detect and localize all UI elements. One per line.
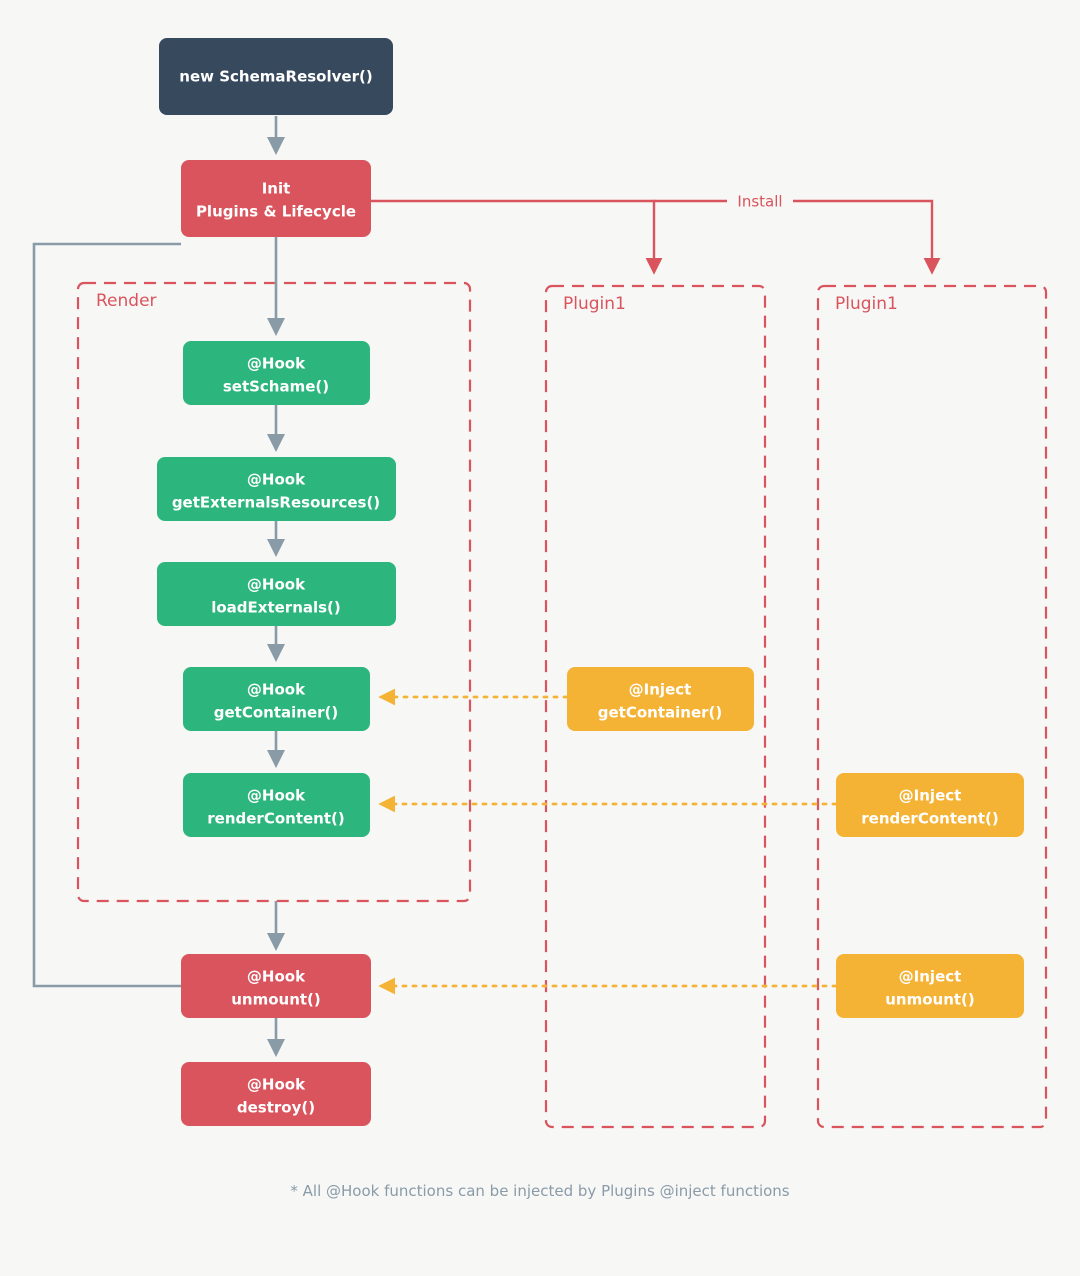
edge-install-to-plugin-left [371, 199, 663, 275]
node-init[interactable]: Init Plugins & Lifecycle [181, 160, 371, 237]
footnote-text: * All @Hook functions can be injected by… [290, 1182, 790, 1200]
node-inject-unmount-label-line2: unmount() [885, 991, 975, 1009]
node-set-schame-label-line2: setSchame() [223, 378, 329, 396]
node-inject-render-content[interactable]: @Inject renderContent() [836, 773, 1024, 837]
cluster-render: Render [76, 281, 472, 903]
node-load-externals-label-line2: loadExternals() [211, 599, 341, 617]
node-init-rect[interactable] [181, 160, 371, 237]
node-unmount-hook-rect[interactable] [181, 954, 371, 1018]
node-render-content-hook-label-line1: @Hook [247, 787, 306, 805]
node-set-schame-rect[interactable] [183, 341, 370, 405]
node-render-content-hook[interactable]: @Hook renderContent() [183, 773, 370, 837]
node-get-externals-resources-label-line1: @Hook [247, 471, 306, 489]
node-inject-unmount[interactable]: @Inject unmount() [836, 954, 1024, 1018]
node-load-externals-label-line1: @Hook [247, 576, 306, 594]
install-label-text: Install [737, 193, 782, 211]
node-unmount-hook-label-line1: @Hook [247, 968, 306, 986]
node-destroy-hook-label-line1: @Hook [247, 1076, 306, 1094]
node-inject-get-container[interactable]: @Inject getContainer() [567, 667, 754, 731]
node-get-externals-resources-rect[interactable] [157, 457, 396, 521]
node-init-label-line1: Init [262, 180, 291, 198]
install-label-backdrop [727, 190, 793, 212]
node-entry[interactable]: new SchemaResolver() [159, 38, 393, 115]
cluster-plugin-left-border [544, 284, 767, 1129]
node-get-container-hook-label-line2: getContainer() [214, 704, 338, 722]
cluster-plugin-right-label: Plugin1 [835, 294, 898, 314]
node-unmount-hook-label-line2: unmount() [231, 991, 321, 1009]
edge-init-loopback-to-unmount [32, 242, 181, 988]
cluster-plugin-left: Plugin1 [544, 284, 767, 1129]
cluster-render-label: Render [96, 291, 157, 311]
node-entry-rect[interactable] [159, 38, 393, 115]
node-destroy-hook-label-line2: destroy() [237, 1099, 315, 1117]
node-load-externals[interactable]: @Hook loadExternals() [157, 562, 396, 626]
node-init-label-line2: Plugins & Lifecycle [196, 203, 356, 221]
node-get-externals-resources[interactable]: @Hook getExternalsResources() [157, 457, 396, 521]
node-load-externals-rect[interactable] [157, 562, 396, 626]
node-inject-unmount-label-line1: @Inject [899, 968, 962, 986]
node-get-container-hook-rect[interactable] [183, 667, 370, 731]
node-unmount-hook[interactable]: @Hook unmount() [181, 954, 371, 1018]
node-set-schame[interactable]: @Hook setSchame() [183, 341, 370, 405]
cluster-plugin-right-border [816, 284, 1048, 1129]
node-get-externals-resources-label-line2: getExternalsResources() [172, 494, 380, 512]
node-get-container-hook[interactable]: @Hook getContainer() [183, 667, 370, 731]
cluster-plugin-left-label: Plugin1 [563, 294, 626, 314]
node-inject-get-container-label-line1: @Inject [629, 681, 692, 699]
node-destroy-hook-rect[interactable] [181, 1062, 371, 1126]
cluster-plugin-right: Plugin1 [816, 284, 1048, 1129]
node-inject-get-container-label-line2: getContainer() [598, 704, 722, 722]
node-entry-label: new SchemaResolver() [179, 68, 372, 86]
node-get-container-hook-label-line1: @Hook [247, 681, 306, 699]
node-inject-render-content-label-line2: renderContent() [861, 810, 998, 828]
node-inject-render-content-rect[interactable] [836, 773, 1024, 837]
node-destroy-hook[interactable]: @Hook destroy() [181, 1062, 371, 1126]
edge-label-install: Install [727, 190, 793, 212]
node-render-content-hook-label-line2: renderContent() [207, 810, 344, 828]
footnote: * All @Hook functions can be injected by… [0, 1180, 1080, 1202]
node-inject-get-container-rect[interactable] [567, 667, 754, 731]
node-inject-render-content-label-line1: @Inject [899, 787, 962, 805]
cluster-render-border [76, 281, 472, 903]
node-render-content-hook-rect[interactable] [183, 773, 370, 837]
node-inject-unmount-rect[interactable] [836, 954, 1024, 1018]
node-set-schame-label-line1: @Hook [247, 355, 306, 373]
